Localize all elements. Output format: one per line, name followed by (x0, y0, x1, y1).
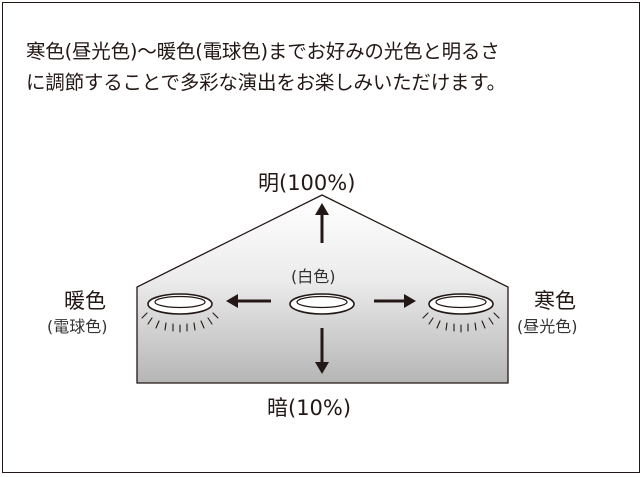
arrow-down-icon (315, 328, 329, 374)
brightness-area (136, 194, 509, 384)
warm-sublabel: (電球色) (47, 317, 108, 336)
description-text: 寒色(昼光色)～暖色(電球色)までお好みの光色と明るさ に調節することで多彩な演… (26, 36, 626, 98)
cool-label: 寒色 (534, 289, 576, 313)
arrow-left-icon (226, 294, 271, 308)
bright-label: 明(100%) (258, 171, 356, 195)
center-light-icon (289, 293, 355, 315)
center-label: (白色) (291, 267, 336, 286)
cool-light-icon (428, 293, 494, 315)
warm-light-icon (147, 293, 213, 315)
arrow-up-icon (315, 203, 329, 243)
outer-frame (2, 2, 640, 473)
cool-sublabel: (昼光色) (517, 317, 578, 336)
warm-label: 暖色 (64, 289, 106, 313)
cool-glow-rays (422, 312, 500, 333)
description-line-2: に調節することで多彩な演出をお楽しみいただけます。 (26, 71, 506, 94)
dim-label: 暗(10%) (267, 396, 352, 420)
arrow-right-icon (374, 294, 416, 308)
description-line-1: 寒色(昼光色)～暖色(電球色)までお好みの光色と明るさ (26, 40, 500, 63)
warm-glow-rays (141, 312, 219, 333)
